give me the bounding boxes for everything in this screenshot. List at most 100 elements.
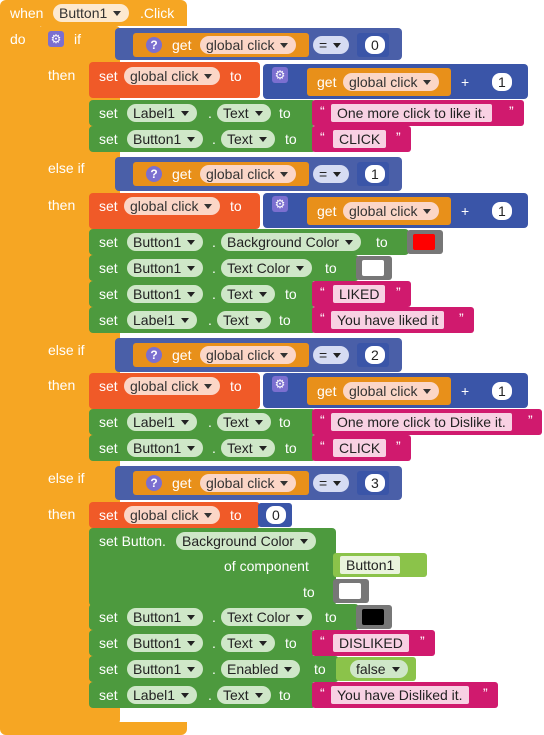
dot-label: . [212, 635, 216, 651]
get-label: get [172, 37, 192, 53]
property-dropdown[interactable]: Text [217, 104, 271, 122]
variable-dropdown[interactable]: global click [343, 202, 440, 220]
set-label1-text-block-3[interactable] [89, 409, 316, 435]
operator-dropdown[interactable]: = [313, 36, 350, 54]
then-label-2: then [48, 197, 76, 213]
text-value[interactable]: CLICK [333, 439, 387, 457]
text-value[interactable]: LIKED [333, 285, 386, 303]
number-value[interactable]: 1 [492, 202, 512, 220]
event-block-footer [0, 722, 187, 735]
number-value[interactable]: 1 [365, 165, 385, 183]
else-if-label-1: else if [48, 160, 85, 176]
property-dropdown[interactable]: Text [217, 413, 271, 431]
variable-dropdown[interactable]: global click [124, 506, 221, 524]
to-label: to [285, 131, 297, 147]
property-dropdown[interactable]: Background Color [221, 233, 362, 251]
to-label: to [279, 312, 291, 328]
variable-dropdown[interactable]: global click [343, 382, 440, 400]
text-value[interactable]: DISLIKED [333, 634, 409, 652]
else-if-label-3: else if [48, 470, 85, 486]
set-label1-text-block-4[interactable] [89, 682, 316, 708]
get-label: get [317, 383, 337, 399]
text-value[interactable]: One more click to like it. [331, 104, 492, 122]
color-swatch-black[interactable] [362, 609, 384, 625]
text-value[interactable]: One more click to Dislike it. [331, 413, 512, 431]
set-label: set [99, 507, 118, 523]
open-quote-icon: “ [320, 310, 325, 326]
variable-dropdown[interactable]: global click [124, 377, 221, 395]
component-dropdown[interactable]: Label1 [127, 686, 198, 704]
operator-dropdown[interactable]: = [313, 165, 350, 183]
set-label: set [99, 68, 118, 84]
variable-dropdown[interactable]: global click [124, 197, 221, 215]
dot-label: . [208, 312, 212, 328]
mutator-gear-icon[interactable]: ⚙ [272, 196, 288, 212]
text-value[interactable]: CLICK [333, 130, 387, 148]
help-icon[interactable]: ? [146, 166, 162, 182]
set-label1-text-block-1[interactable] [89, 100, 316, 126]
component-value[interactable]: Button1 [340, 556, 401, 574]
component-dropdown[interactable]: Button1 [127, 130, 204, 148]
set-label: set [99, 286, 118, 302]
component-dropdown[interactable]: Button1 [127, 660, 204, 678]
event-component-dropdown[interactable]: Button1 [53, 4, 130, 22]
number-value[interactable]: 1 [492, 382, 512, 400]
set-label: set [99, 312, 118, 328]
component-dropdown[interactable]: Label1 [127, 104, 198, 122]
component-dropdown[interactable]: Button1 [127, 259, 204, 277]
color-swatch-white[interactable] [362, 260, 384, 276]
component-dropdown[interactable]: Button1 [127, 233, 204, 251]
property-dropdown[interactable]: Text [217, 686, 271, 704]
text-value[interactable]: You have liked it [331, 311, 445, 329]
variable-dropdown[interactable]: global click [200, 165, 297, 183]
component-dropdown[interactable]: Button1 [127, 608, 204, 626]
set-label1-text-block-2[interactable] [89, 307, 316, 333]
property-dropdown[interactable]: Background Color [176, 532, 317, 550]
text-value[interactable]: You have Disliked it. [331, 686, 469, 704]
variable-dropdown[interactable]: global click [200, 36, 297, 54]
property-dropdown[interactable]: Text [221, 634, 275, 652]
plus-label: + [461, 74, 470, 90]
mutator-gear-icon[interactable]: ⚙ [272, 376, 288, 392]
variable-dropdown[interactable]: global click [124, 67, 221, 85]
event-name-label: .Click [140, 5, 175, 21]
property-dropdown[interactable]: Text [217, 311, 271, 329]
close-quote-icon: ” [396, 438, 401, 454]
generic-set-label: set Button. [99, 533, 166, 549]
then-label-3: then [48, 377, 76, 393]
component-dropdown[interactable]: Button1 [127, 634, 204, 652]
number-value[interactable]: 0 [266, 506, 286, 524]
property-dropdown[interactable]: Text [221, 439, 275, 457]
component-dropdown[interactable]: Label1 [127, 311, 198, 329]
help-icon[interactable]: ? [146, 475, 162, 491]
variable-dropdown[interactable]: global click [200, 346, 297, 364]
close-quote-icon: ” [459, 310, 464, 326]
to-label: to [285, 440, 297, 456]
help-icon[interactable]: ? [146, 347, 162, 363]
property-dropdown[interactable]: Text [221, 130, 275, 148]
component-dropdown[interactable]: Label1 [127, 413, 198, 431]
number-value[interactable]: 0 [365, 36, 385, 54]
open-quote-icon: “ [320, 284, 325, 300]
mutator-gear-icon[interactable]: ⚙ [272, 67, 288, 83]
number-value[interactable]: 3 [365, 474, 385, 492]
operator-dropdown[interactable]: = [313, 474, 350, 492]
property-dropdown[interactable]: Text Color [221, 608, 313, 626]
property-dropdown[interactable]: Text Color [221, 259, 313, 277]
help-icon[interactable]: ? [146, 37, 162, 53]
close-quote-icon: ” [509, 103, 514, 119]
component-dropdown[interactable]: Button1 [127, 285, 204, 303]
component-dropdown[interactable]: Button1 [127, 439, 204, 457]
variable-dropdown[interactable]: global click [343, 73, 440, 91]
variable-dropdown[interactable]: global click [200, 474, 297, 492]
operator-dropdown[interactable]: = [313, 346, 350, 364]
property-dropdown[interactable]: Enabled [221, 660, 301, 678]
property-dropdown[interactable]: Text [221, 285, 275, 303]
mutator-gear-icon[interactable]: ⚙ [48, 31, 64, 47]
logic-dropdown[interactable]: false [350, 660, 408, 678]
number-value[interactable]: 1 [492, 73, 512, 91]
color-swatch-white[interactable] [339, 583, 361, 599]
color-swatch-red[interactable] [413, 234, 435, 250]
number-value[interactable]: 2 [365, 346, 385, 364]
to-label: to [314, 661, 326, 677]
